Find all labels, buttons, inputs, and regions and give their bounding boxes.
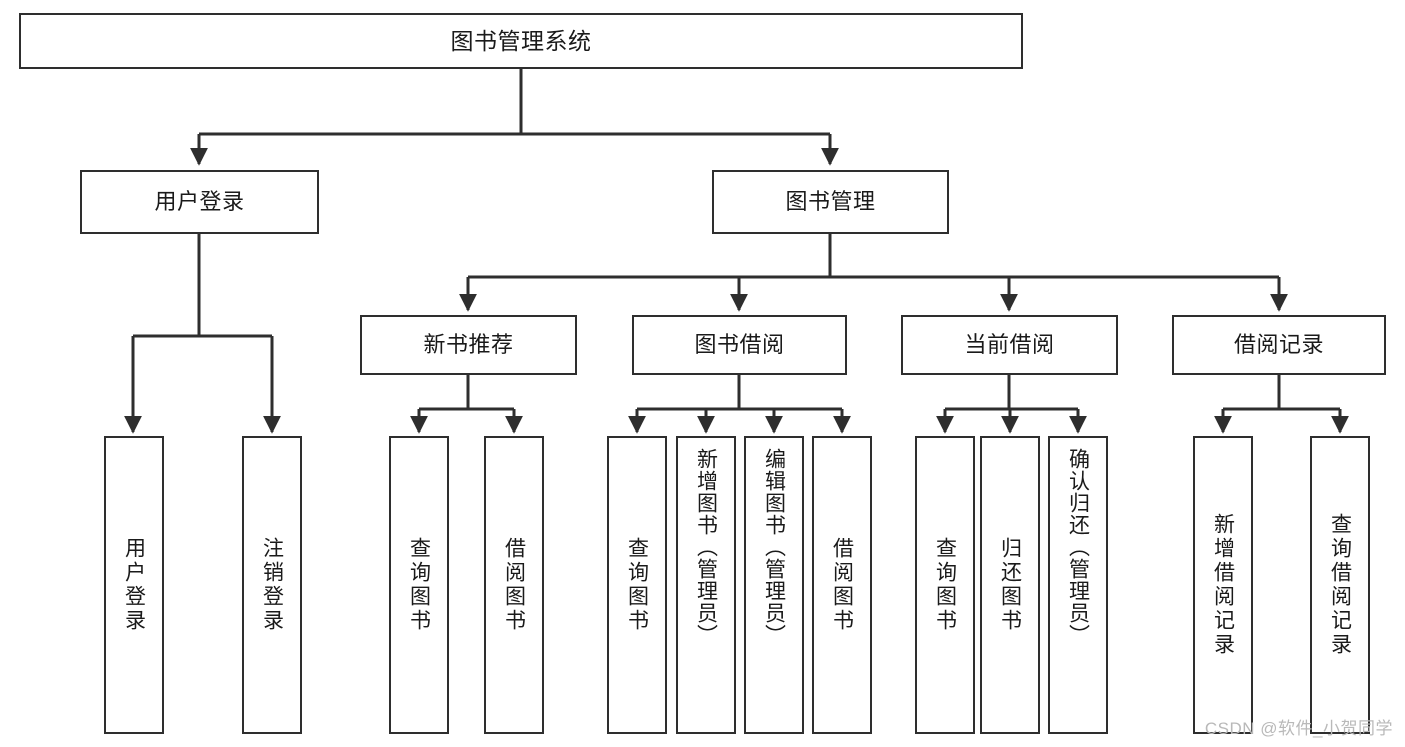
node-label: 新增图书（管理员） [694,448,718,646]
node-label: 查询图书 [933,537,957,633]
leaf-confirm-return-admin[interactable]: 确认归还（管理员） [1048,436,1108,734]
leaf-query-borrow-record[interactable]: 查询借阅记录 [1310,436,1370,734]
node-label: 归还图书 [998,537,1022,633]
node-root-book-management-system[interactable]: 图书管理系统 [19,13,1023,69]
node-new-book-recommendation[interactable]: 新书推荐 [360,315,577,375]
watermark: CSDN @软件_小贺同学 [1204,719,1393,738]
node-current-borrowing[interactable]: 当前借阅 [901,315,1118,375]
leaf-query-books-current[interactable]: 查询图书 [915,436,975,734]
node-label: 图书管理 [785,188,876,214]
leaf-query-books-recommend[interactable]: 查询图书 [389,436,449,734]
node-label: 新增借阅记录 [1211,513,1235,657]
node-book-borrowing[interactable]: 图书借阅 [632,315,847,375]
node-label: 查询图书 [407,537,431,633]
leaf-edit-book-admin[interactable]: 编辑图书（管理员） [744,436,804,734]
node-label: 图书借阅 [694,331,785,357]
node-user-login[interactable]: 用户登录 [80,170,319,234]
node-label: 借阅图书 [830,537,854,633]
node-label: 当前借阅 [964,331,1055,357]
node-label: 注销登录 [260,537,284,633]
node-label: 图书管理系统 [450,27,592,54]
leaf-add-book-admin[interactable]: 新增图书（管理员） [676,436,736,734]
leaf-borrow-books[interactable]: 借阅图书 [812,436,872,734]
node-borrowing-records[interactable]: 借阅记录 [1172,315,1386,375]
node-label: 确认归还（管理员） [1066,448,1090,646]
node-label: 新书推荐 [423,331,514,357]
leaf-borrow-books-recommend[interactable]: 借阅图书 [484,436,544,734]
leaf-return-books[interactable]: 归还图书 [980,436,1040,734]
node-label: 查询图书 [625,537,649,633]
leaf-logout-login[interactable]: 注销登录 [242,436,302,734]
node-book-management[interactable]: 图书管理 [712,170,949,234]
leaf-add-borrow-record[interactable]: 新增借阅记录 [1193,436,1253,734]
node-label: 查询借阅记录 [1328,513,1352,657]
node-label: 编辑图书（管理员） [762,448,786,646]
leaf-user-login[interactable]: 用户登录 [104,436,164,734]
node-label: 借阅图书 [502,537,526,633]
leaf-query-books-borrow[interactable]: 查询图书 [607,436,667,734]
node-label: 用户登录 [154,188,245,214]
node-label: 借阅记录 [1233,331,1324,357]
node-label: 用户登录 [122,537,146,633]
